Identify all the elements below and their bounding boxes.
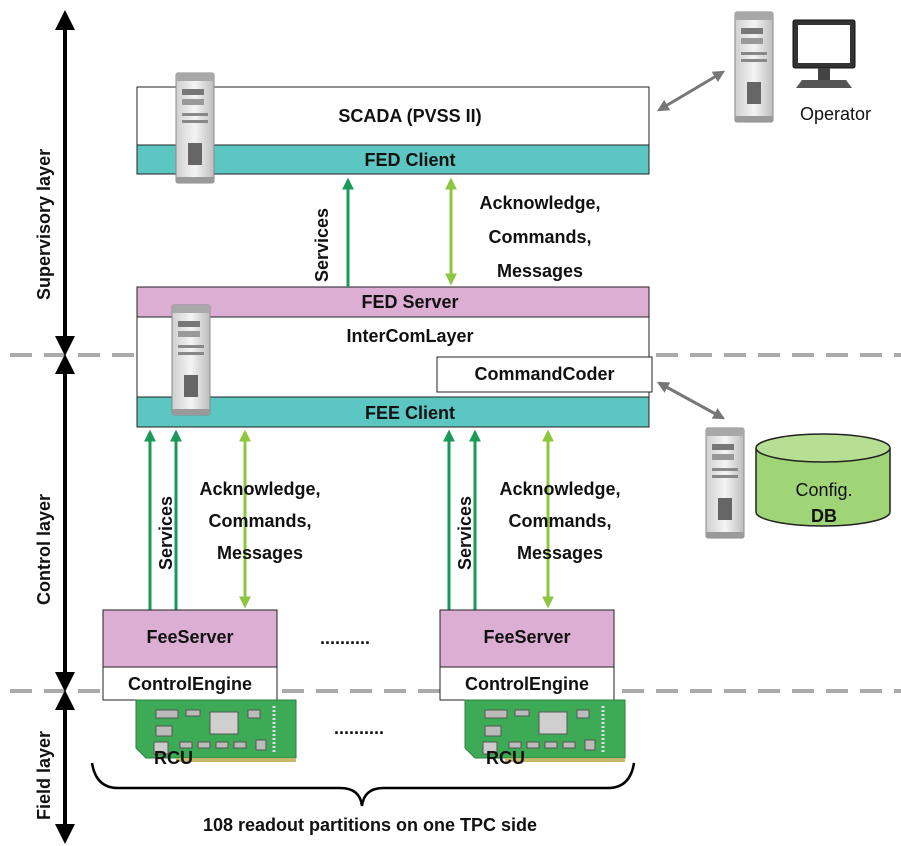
feeserver-label-right: FeeServer: [483, 627, 571, 647]
scada-box: [136, 86, 650, 146]
fed-client-label: FED Client: [364, 150, 456, 170]
intercom-server-icon: [171, 304, 211, 416]
partitions-caption: 108 readout partitions on one TPC side: [202, 815, 538, 835]
services-label-upper: Services: [312, 207, 332, 282]
ack-label-left: Acknowledge, Commands, Messages: [180, 473, 340, 569]
operator-server-icon: [734, 11, 774, 123]
ack-line-2: Commands,: [208, 511, 312, 531]
rcu-label-right: RCU: [486, 748, 525, 768]
control-engine-box-left: [102, 666, 278, 701]
fed-client-bar: [136, 144, 650, 175]
monitor-icon: [792, 19, 856, 88]
db-config-label: Config.: [795, 480, 853, 500]
supervisory-layer-label: Supervisory layer: [34, 148, 54, 300]
command-coder-label: CommandCoder: [474, 364, 615, 384]
database-icon: [755, 433, 891, 527]
scada-server-icon: [175, 72, 215, 184]
control-engine-label-right: ControlEngine: [465, 674, 589, 694]
fed-server-bar: [136, 286, 650, 318]
services-label-left: Services: [156, 495, 176, 570]
ack-line-2: Commands,: [488, 227, 592, 247]
ack-line-3: Messages: [216, 543, 304, 563]
db-server-icon: [705, 427, 745, 539]
ack-line-3: Messages: [516, 543, 604, 563]
control-layer-label: Control layer: [34, 493, 54, 605]
ack-label-right: Acknowledge, Commands, Messages: [480, 473, 640, 569]
fee-client-bar: [136, 396, 650, 428]
db-label: DB: [811, 506, 837, 526]
ack-line-3: Messages: [496, 261, 584, 281]
ack-line-1: Acknowledge,: [479, 193, 601, 213]
ack-line-2: Commands,: [508, 511, 612, 531]
operator-link-arrow: [656, 70, 726, 112]
feeserver-label-left: FeeServer: [146, 627, 234, 647]
control-engine-label-left: ControlEngine: [128, 674, 252, 694]
rcu-label-left: RCU: [154, 748, 193, 768]
operator-label: Operator: [800, 104, 872, 124]
ack-label-upper: Acknowledge, Commands, Messages: [460, 186, 620, 288]
partition-brace: [90, 762, 636, 807]
intercom-label: InterComLayer: [346, 326, 474, 346]
ack-line-1: Acknowledge,: [499, 479, 621, 499]
ack-line-1: Acknowledge,: [199, 479, 321, 499]
db-link-arrow: [656, 381, 726, 420]
feeserver-box-left: [102, 609, 278, 668]
board-ellipsis: ..........: [334, 718, 385, 738]
command-coder-box: [436, 356, 653, 393]
fee-client-label: FEE Client: [364, 403, 455, 423]
field-layer-label: Field layer: [34, 730, 54, 820]
scada-label: SCADA (PVSS II): [338, 106, 482, 126]
feeserver-ellipsis: ..........: [320, 628, 371, 648]
fed-server-label: FED Server: [361, 292, 459, 312]
services-label-right: Services: [455, 495, 475, 570]
